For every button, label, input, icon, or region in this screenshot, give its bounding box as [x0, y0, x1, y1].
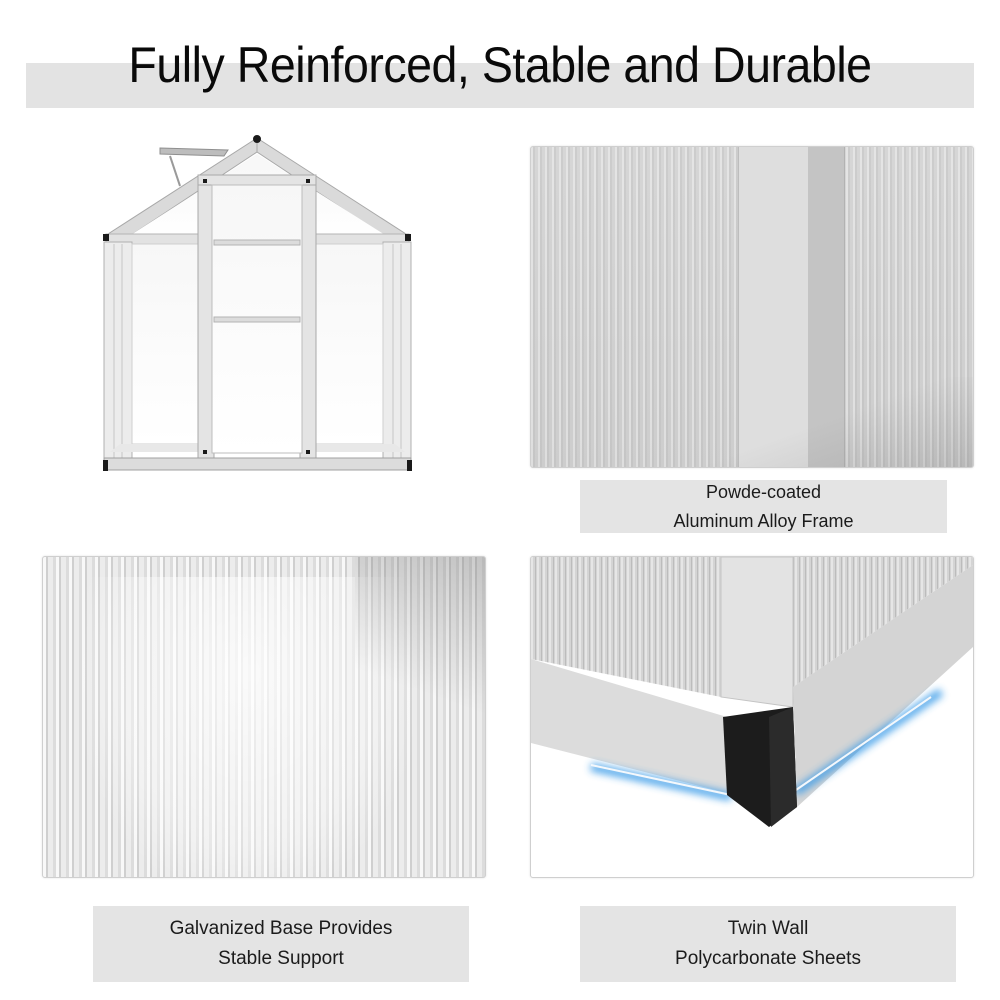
aluminum-post-side: [808, 147, 845, 467]
greenhouse-illustration: [103, 135, 412, 471]
base-corner-closeup-image: [530, 556, 974, 878]
caption-frame: Powde-coated Aluminum Alloy Frame: [580, 480, 947, 533]
title-band: [26, 63, 974, 108]
caption-polycarbonate: Twin Wall Polycarbonate Sheets: [580, 906, 956, 982]
caption-line: Powde-coated: [705, 481, 822, 502]
frame-closeup-image: [530, 146, 974, 468]
aluminum-post: [738, 147, 809, 467]
polycarbonate-closeup-image: [42, 556, 486, 878]
greenhouse-image: [100, 130, 415, 475]
caption-base: Galvanized Base Provides Stable Support: [93, 906, 469, 982]
page-title: Fully Reinforced, Stable and Durable: [128, 37, 872, 93]
caption-line: Stable Support: [218, 948, 344, 969]
caption-line: Polycarbonate Sheets: [675, 948, 861, 969]
caption-line: Aluminum Alloy Frame: [673, 510, 854, 531]
light-reflection: [83, 577, 413, 877]
base-corner-illustration: [531, 557, 973, 827]
shadow: [355, 557, 485, 737]
caption-line: Twin Wall: [727, 918, 809, 939]
shadow: [531, 377, 973, 467]
caption-line: Galvanized Base Provides: [169, 918, 393, 939]
